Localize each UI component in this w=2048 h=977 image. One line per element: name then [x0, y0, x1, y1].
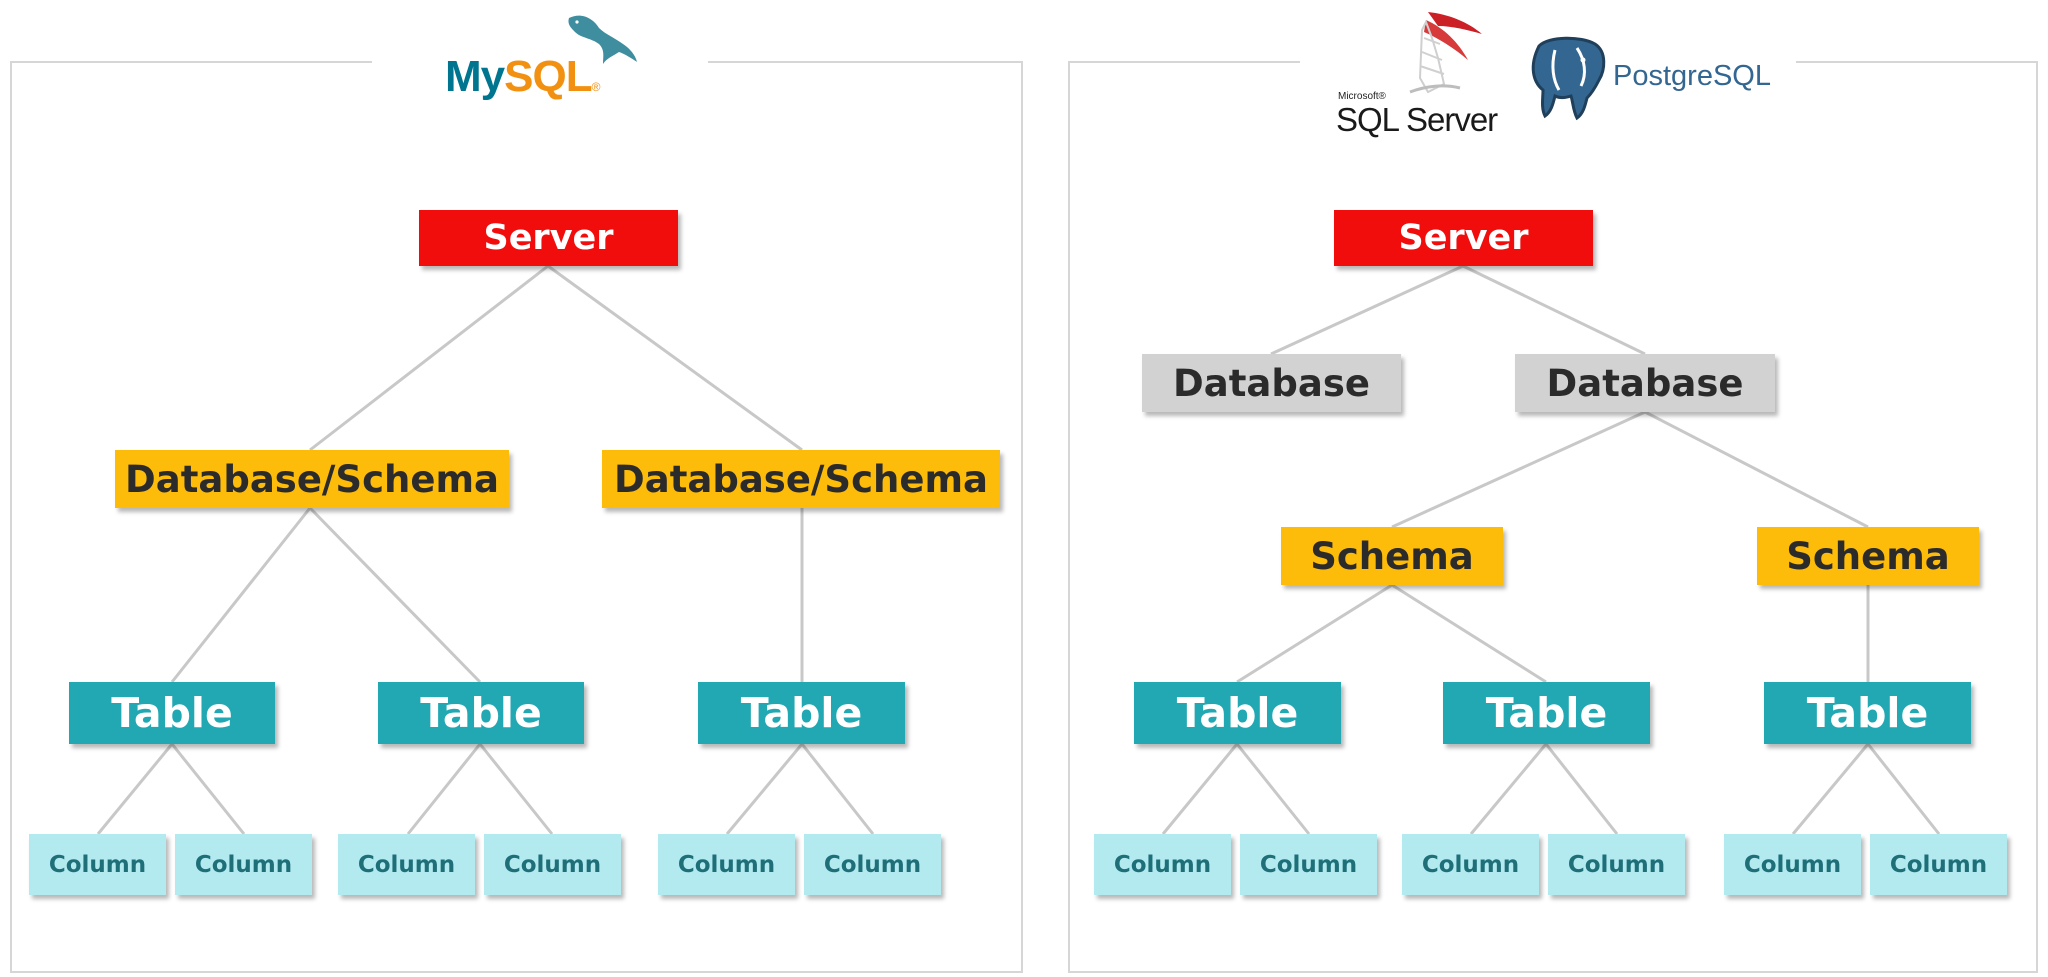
- table-node: Table: [1443, 682, 1650, 744]
- column-node: Column: [1094, 834, 1231, 895]
- schema-node: Schema: [1757, 527, 1979, 585]
- table-node: Table: [378, 682, 584, 744]
- dolphin-icon: [568, 15, 637, 64]
- server-node: Server: [419, 210, 678, 266]
- column-node: Column: [338, 834, 475, 895]
- sqlserver-logo-microsoft: Microsoft®: [1338, 91, 1386, 102]
- column-node: Column: [484, 834, 621, 895]
- sqlserver-logo: Microsoft® SQL Server: [1336, 8, 1501, 138]
- elephant-icon: [1531, 36, 1606, 121]
- logo-gap-left: [372, 57, 708, 65]
- mysql-logo-sql: SQL: [504, 52, 592, 101]
- column-node: Column: [1240, 834, 1377, 895]
- table-node: Table: [69, 682, 275, 744]
- postgresql-logo: PostgreSQL: [1525, 36, 1775, 122]
- column-node: Column: [175, 834, 312, 895]
- column-node: Column: [804, 834, 941, 895]
- column-node: Column: [29, 834, 166, 895]
- column-node: Column: [1402, 834, 1539, 895]
- table-node: Table: [1764, 682, 1971, 744]
- column-node: Column: [1548, 834, 1685, 895]
- mysql-logo-reg: ®: [591, 80, 601, 94]
- postgresql-logo-text: PostgreSQL: [1613, 60, 1771, 92]
- sqlserver-tower-icon: [1409, 12, 1482, 94]
- sqlserver-logo-text: SQL Server: [1336, 101, 1498, 138]
- schema-node: Schema: [1281, 527, 1503, 585]
- table-node: Table: [698, 682, 905, 744]
- database-schema-node: Database/Schema: [602, 450, 1000, 508]
- database-node: Database: [1515, 354, 1775, 412]
- mysql-logo-my: My: [445, 52, 505, 101]
- column-node: Column: [1724, 834, 1861, 895]
- server-node: Server: [1334, 210, 1593, 266]
- table-node: Table: [1134, 682, 1341, 744]
- database-schema-node: Database/Schema: [115, 450, 509, 508]
- column-node: Column: [658, 834, 795, 895]
- column-node: Column: [1870, 834, 2007, 895]
- mysql-logo: MySQL®: [445, 8, 645, 101]
- database-node: Database: [1142, 354, 1401, 412]
